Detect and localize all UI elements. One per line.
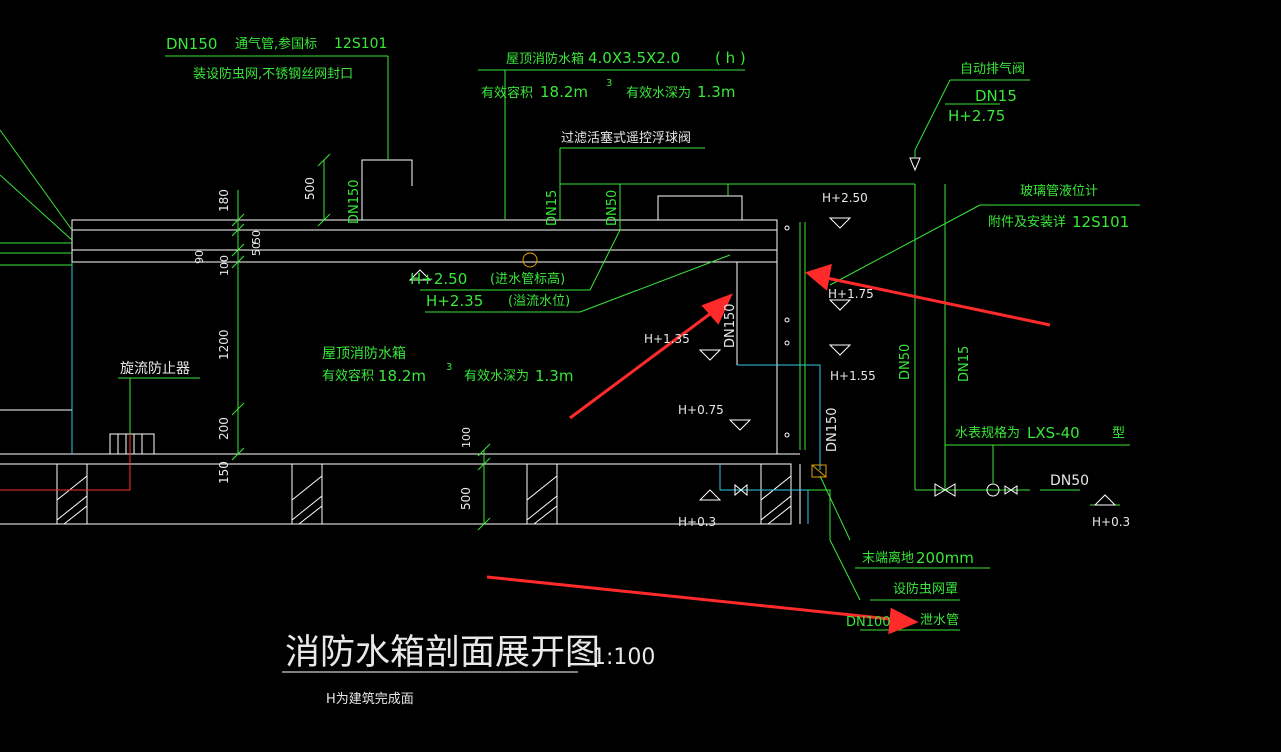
- dim-150: 150: [217, 461, 231, 484]
- h235-note: (溢流水位): [508, 294, 570, 309]
- dim-90: 90: [193, 250, 206, 264]
- vol-in-b: 有效水深为: [464, 369, 529, 384]
- dimension-ticks: [231, 153, 491, 531]
- dim-50-b: 50: [250, 230, 263, 244]
- vent-note2-label: 装设防虫网,不锈钢丝网封口: [193, 66, 353, 82]
- vol-top-sup: 3: [606, 78, 612, 89]
- h135: H+1.35: [644, 332, 690, 346]
- float-ball: [522, 252, 538, 268]
- vortex-label: 旋流防止器: [120, 361, 190, 377]
- drawing-scale: 1:100: [592, 645, 655, 670]
- annotations-text: DN150 通气管,参国标 12S101 装设防虫网,不锈钢丝网封口 屋顶消防水…: [120, 35, 1130, 707]
- drawing-title: 消防水箱剖面展开图: [285, 633, 600, 673]
- vent-std-label: 12S101: [334, 36, 387, 52]
- h235: H+2.35: [426, 292, 483, 310]
- h250-right: H+2.50: [822, 191, 868, 205]
- dn150-drain-label: DN150: [825, 407, 840, 452]
- vol-top-depth: 1.3m: [697, 83, 735, 101]
- dn50-outlet-label: DN50: [1050, 473, 1089, 489]
- vent-note-label: 通气管,参国标: [235, 36, 317, 52]
- float-valve-label: 过滤活塞式遥控浮球阀: [561, 130, 691, 146]
- leader-lines: [0, 55, 1140, 631]
- end-height-label: 末端离地: [862, 550, 914, 566]
- h250-inlet: H+2.50: [410, 270, 467, 288]
- insect-screen-box: [811, 464, 827, 478]
- access-hatch: [657, 195, 743, 220]
- dim-500-top: 500: [303, 177, 317, 200]
- vent-pipe: [361, 159, 413, 220]
- meter-type: 型: [1112, 426, 1125, 441]
- red-arrows: [486, 263, 1051, 635]
- vol-top-val: 18.2m: [540, 83, 588, 101]
- dim-180: 180: [217, 189, 231, 212]
- dim-1200: 1200: [217, 329, 231, 360]
- dn150-pipe-label: DN150: [723, 303, 738, 348]
- vol-in-depth: 1.3m: [535, 367, 573, 385]
- drain-size-partial: DN100: [846, 615, 891, 630]
- arrow-to-overflow: [569, 303, 723, 420]
- dim-200: 200: [217, 417, 231, 440]
- arrow-to-gauge: [821, 275, 1051, 327]
- arrow-to-drain: [486, 575, 901, 622]
- tank-spec-unit: ( h ): [715, 49, 746, 67]
- dn15-top-label: DN15: [545, 190, 560, 226]
- tank-inside-title: 屋顶消防水箱: [322, 346, 406, 362]
- piping-network: [0, 183, 1120, 601]
- foundation-piers: [56, 463, 792, 525]
- insect-cover-label: 设防虫网罩: [893, 581, 958, 597]
- elevation-markers: [408, 217, 1117, 506]
- dn50-top-label: DN50: [605, 190, 620, 226]
- gauge-note: 玻璃管液位计: [1020, 184, 1098, 199]
- dn150-vent-label: DN150: [347, 179, 362, 224]
- tank-spec-top: 4.0X3.5X2.0: [588, 49, 680, 67]
- vortex-preventer: [109, 433, 155, 455]
- h03-left: H+0.3: [678, 515, 716, 529]
- vol-in-sup: 3: [446, 362, 452, 373]
- auto-vent-valve: [909, 157, 921, 172]
- dim-50-a: 50: [250, 242, 263, 256]
- h175: H+1.75: [828, 287, 874, 301]
- dn50-riser-label: DN50: [898, 344, 913, 380]
- dim-100: 100: [218, 255, 231, 276]
- vol-top-b: 有效水深为: [626, 86, 691, 101]
- auto-vent-h: H+2.75: [948, 107, 1005, 125]
- dn15-riser-label: DN15: [957, 346, 972, 382]
- auto-vent-dn: DN15: [975, 87, 1017, 105]
- vol-in-val: 18.2m: [378, 367, 426, 385]
- auto-vent-label: 自动排气阀: [960, 61, 1025, 77]
- dim-100-base: 100: [460, 427, 473, 448]
- h03-right: H+0.3: [1092, 515, 1130, 529]
- gauge-std: 12S101: [1072, 213, 1129, 231]
- vol-top-a: 有效容积: [481, 85, 533, 101]
- drain-pipe-label: 泄水管: [920, 613, 959, 628]
- dim-500-base: 500: [459, 487, 473, 510]
- vol-in-a: 有效容积: [322, 368, 374, 384]
- meter-note: 水表规格为: [955, 425, 1020, 441]
- end-height-value: 200mm: [916, 549, 974, 567]
- h075: H+0.75: [678, 403, 724, 417]
- tank-title-top: 屋顶消防水箱: [506, 51, 584, 67]
- h250-inlet-note: (进水管标高): [490, 271, 565, 287]
- datum-note: H为建筑完成面: [326, 691, 414, 707]
- meter-model: LXS-40: [1027, 424, 1080, 442]
- vent-size-label: DN150: [166, 35, 217, 53]
- valves: [522, 157, 1018, 497]
- h155: H+1.55: [830, 369, 876, 383]
- gauge-note2: 附件及安装详: [988, 215, 1066, 230]
